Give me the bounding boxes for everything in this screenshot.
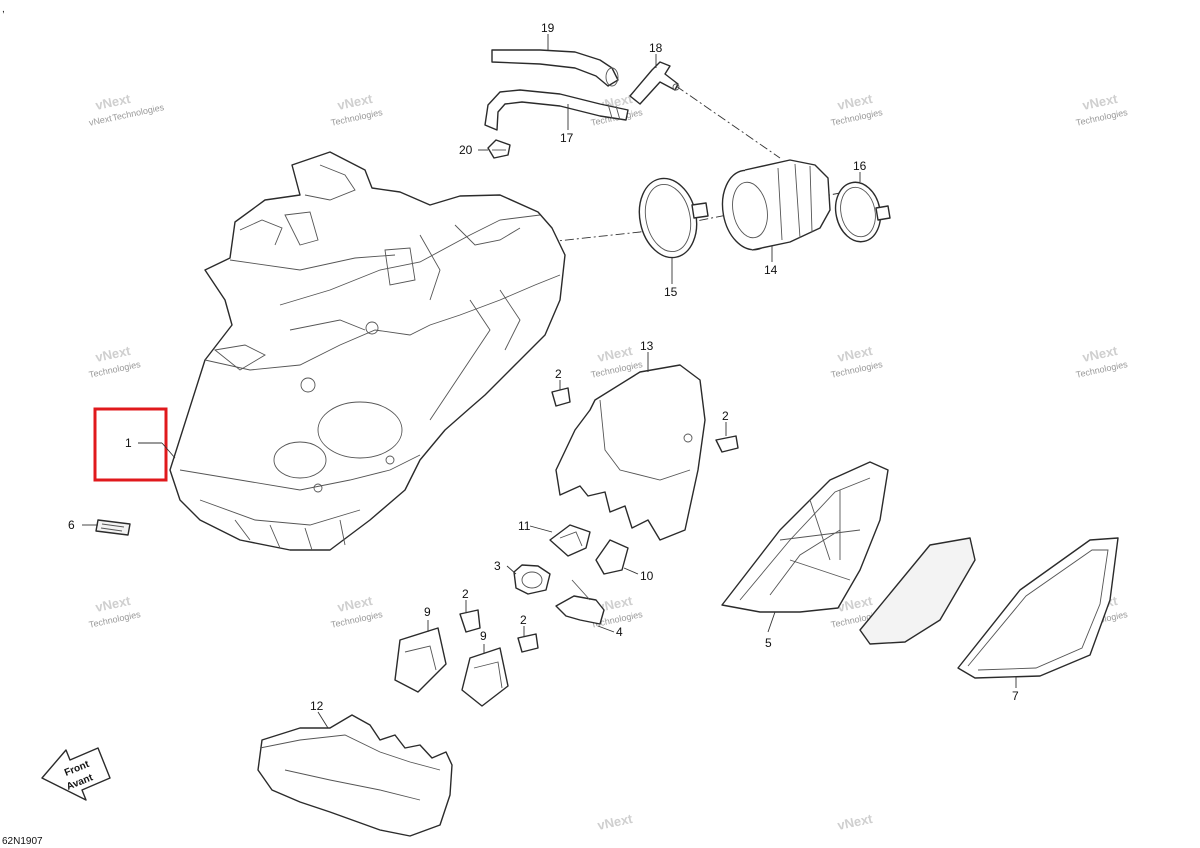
- callout-12[interactable]: 12: [310, 699, 324, 713]
- svg-text:vNext: vNext: [836, 343, 874, 365]
- watermark: vNext Technologies: [590, 343, 644, 380]
- reference-code: 62N1907: [2, 836, 43, 847]
- part-clip-2a[interactable]: [551, 387, 571, 407]
- watermark: vNext Technologies: [330, 593, 384, 630]
- front-direction-arrow: Front Avant: [41, 747, 111, 801]
- callout-4[interactable]: 4: [616, 625, 623, 639]
- part-warning-label[interactable]: [95, 519, 131, 536]
- callout-15[interactable]: 15: [664, 285, 678, 299]
- callout-1[interactable]: 1: [125, 436, 132, 450]
- callout-5[interactable]: 5: [765, 636, 772, 650]
- callout-7[interactable]: 7: [1012, 689, 1019, 703]
- part-hose-17[interactable]: [484, 89, 629, 131]
- watermark: vNext vNext Technologies: [88, 91, 165, 128]
- part-clamp-20[interactable]: [487, 139, 511, 159]
- watermark: vNext Technologies: [1075, 91, 1129, 128]
- watermark: vNext Technologies: [1075, 343, 1129, 380]
- callout-11[interactable]: 11: [518, 519, 531, 533]
- watermark: vNext: [836, 811, 874, 833]
- part-airbox-housing[interactable]: [169, 151, 566, 551]
- svg-text:vNext: vNext: [596, 343, 634, 365]
- part-band-clamp-16[interactable]: [830, 178, 891, 246]
- svg-text:vNext: vNext: [836, 91, 874, 113]
- part-bottom-panel-12[interactable]: [257, 714, 453, 837]
- watermark: vNext Technologies: [830, 91, 884, 128]
- callout-2[interactable]: 2: [520, 613, 527, 627]
- callout-2[interactable]: 2: [555, 367, 562, 381]
- callout-9[interactable]: 9: [424, 605, 431, 619]
- part-clip-2b[interactable]: [715, 435, 739, 453]
- part-foam-panel-13[interactable]: [555, 364, 706, 541]
- callout-16[interactable]: 16: [853, 159, 867, 173]
- watermark: vNext Technologies: [330, 91, 384, 128]
- part-foam-block-9a[interactable]: [394, 627, 447, 693]
- svg-text:vNext: vNext: [836, 593, 874, 615]
- callout-labels: 1 2 2 2 2 3 4 5 6 7 9 9 10 11 12 13 14 1…: [68, 21, 1019, 713]
- svg-text:vNext: vNext: [336, 91, 374, 113]
- svg-text:vNext: vNext: [596, 811, 634, 833]
- callout-9[interactable]: 9: [480, 629, 487, 643]
- svg-text:vNext: vNext: [94, 343, 132, 365]
- svg-text:vNext: vNext: [88, 113, 113, 128]
- callout-18[interactable]: 18: [649, 41, 663, 55]
- callout-17[interactable]: 17: [560, 131, 574, 145]
- callout-3[interactable]: 3: [494, 559, 501, 573]
- svg-text:vNext: vNext: [596, 593, 634, 615]
- part-foam-block-11[interactable]: [549, 524, 591, 557]
- callout-2[interactable]: 2: [722, 409, 729, 423]
- part-filter-frame-5[interactable]: [721, 461, 889, 613]
- watermark: vNext Technologies: [88, 593, 142, 630]
- svg-text:vNext: vNext: [1081, 343, 1119, 365]
- part-clip-2d[interactable]: [517, 633, 539, 653]
- callout-13[interactable]: 13: [640, 339, 654, 353]
- part-bracket-3[interactable]: [513, 564, 551, 595]
- part-clip-2c[interactable]: [459, 609, 481, 633]
- part-elbow-fitting-18[interactable]: [629, 61, 680, 105]
- corner-mark: ,: [2, 4, 5, 15]
- callout-19[interactable]: 19: [541, 21, 555, 35]
- svg-text:vNext: vNext: [336, 593, 374, 615]
- svg-text:vNext: vNext: [94, 593, 132, 615]
- part-foam-block-9b[interactable]: [461, 647, 509, 707]
- watermark: vNext: [596, 811, 634, 833]
- svg-text:vNext: vNext: [836, 811, 874, 833]
- callout-6[interactable]: 6: [68, 518, 75, 532]
- part-hose-19[interactable]: [491, 49, 619, 87]
- part-filter-seal-7[interactable]: [957, 537, 1119, 679]
- part-intake-adaptor-14[interactable]: [716, 159, 831, 254]
- callout-2[interactable]: 2: [462, 587, 469, 601]
- svg-text:vNext: vNext: [94, 91, 132, 113]
- part-seal-4[interactable]: [555, 579, 605, 625]
- part-band-clamp-15[interactable]: [632, 173, 709, 263]
- watermark: vNext Technologies: [830, 343, 884, 380]
- leader-lines: [82, 34, 1017, 729]
- callout-10[interactable]: 10: [640, 569, 654, 583]
- watermark: vNext Technologies: [88, 343, 142, 380]
- svg-text:vNext: vNext: [1081, 91, 1119, 113]
- part-filter-element[interactable]: [859, 537, 976, 645]
- callout-highlight-box[interactable]: [93, 407, 168, 482]
- callout-20[interactable]: 20: [459, 143, 473, 157]
- callout-14[interactable]: 14: [764, 263, 778, 277]
- part-foam-block-10[interactable]: [595, 539, 629, 575]
